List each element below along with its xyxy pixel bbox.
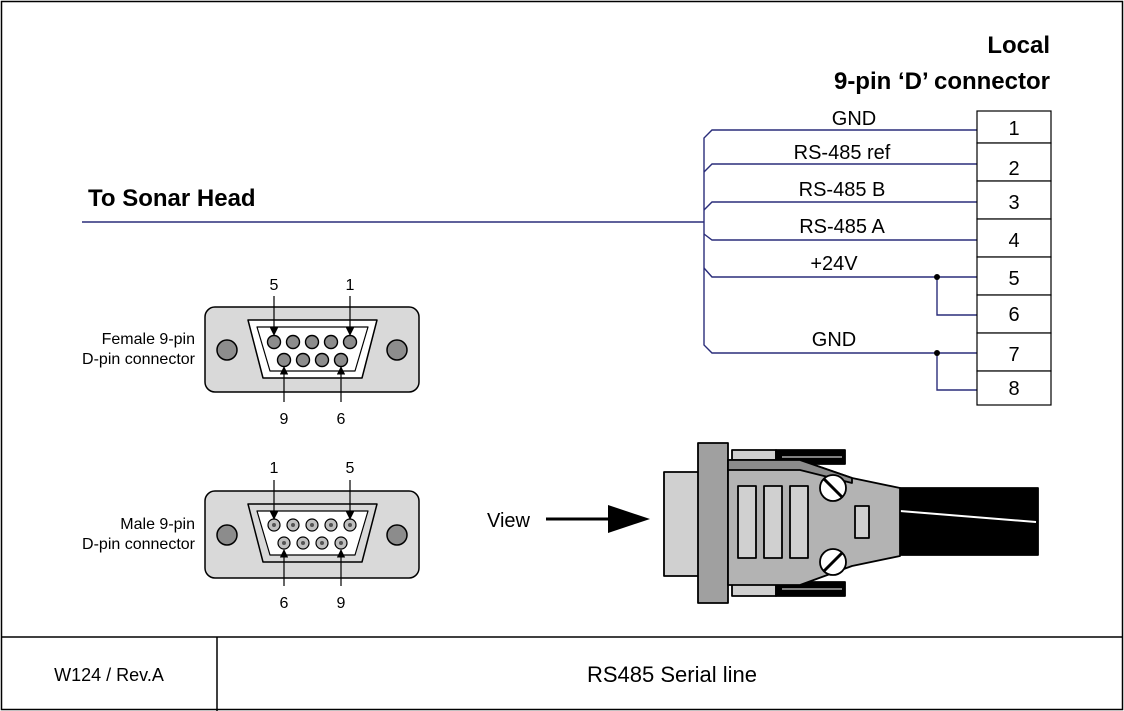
- wire-label: GND: [832, 108, 876, 130]
- wire-bundle: [703, 129, 977, 354]
- male-connector-label-line2: D-pin connector: [82, 536, 196, 553]
- male-pin-label: 9: [337, 595, 346, 612]
- footer-ref: W124 / Rev.A: [54, 665, 164, 685]
- female-pin-label: 6: [337, 411, 346, 428]
- female-pin-label: 5: [270, 277, 279, 294]
- male-pin-label: 5: [346, 460, 355, 477]
- junction-dot: [934, 350, 940, 356]
- pin-number: 8: [1008, 378, 1019, 400]
- junction-dot: [934, 274, 940, 280]
- pin-number: 1: [1008, 118, 1019, 140]
- female-pin-label: 1: [346, 277, 355, 294]
- to-sonar-head-label: To Sonar Head: [88, 185, 256, 212]
- footer-title: RS485 Serial line: [587, 662, 757, 687]
- pin-number: 4: [1008, 230, 1019, 252]
- view-arrow-icon: [546, 505, 650, 533]
- female-connector-label-line1: Female 9-pin: [102, 331, 195, 348]
- male-pin-label: 1: [270, 460, 279, 477]
- header-title-line1: Local: [987, 32, 1050, 59]
- male-connector-label-line1: Male 9-pin: [120, 516, 195, 533]
- pin-number: 3: [1008, 192, 1019, 214]
- view-label: View: [487, 510, 531, 532]
- wire-label: +24V: [810, 253, 858, 275]
- female-pin-label: 9: [280, 411, 289, 428]
- pin-number: 6: [1008, 304, 1019, 326]
- male-pin-label: 6: [280, 595, 289, 612]
- jumpers: [936, 277, 977, 391]
- d-connector-plug-icon: [663, 442, 1039, 604]
- header-title-line2: 9-pin ‘D’ connector: [834, 68, 1050, 95]
- wire-label: RS-485 A: [799, 216, 885, 238]
- female-connector-label-line2: D-pin connector: [82, 351, 196, 368]
- pin-number: 7: [1008, 344, 1019, 366]
- male-connector: [204, 480, 420, 586]
- female-connector: [204, 296, 420, 402]
- pin-table: [976, 110, 1052, 406]
- wire-label: GND: [812, 329, 856, 351]
- pin-number: 2: [1008, 158, 1019, 180]
- wire-label: RS-485 ref: [794, 142, 891, 164]
- wire-label: RS-485 B: [799, 179, 886, 201]
- pin-number: 5: [1008, 268, 1019, 290]
